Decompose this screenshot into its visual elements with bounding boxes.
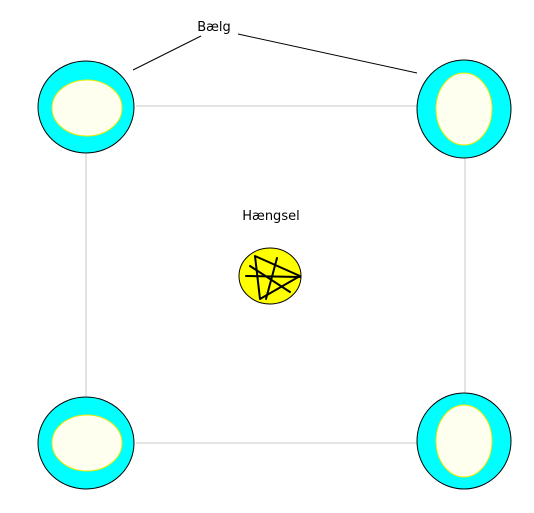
bellows-label: Bælg: [197, 20, 231, 35]
bellows-leader-lines: [132, 33, 418, 74]
hinge-label: Hængsel: [242, 209, 299, 224]
bellows-inner: [435, 72, 493, 146]
hinge: [238, 247, 302, 305]
pentagram-scribble-icon: [245, 255, 301, 300]
bellows-bottom-left: [37, 396, 135, 490]
bellows-bottom-right: [416, 392, 512, 490]
leader-line-right: [237, 33, 418, 74]
bellows-top-left: [37, 60, 135, 154]
leader-line-left: [132, 35, 202, 71]
bellows-top-right: [416, 59, 512, 159]
bellows-inner: [435, 404, 493, 478]
frame: [85, 105, 466, 444]
bellows-inner: [51, 79, 123, 137]
bellows-inner: [51, 414, 123, 472]
